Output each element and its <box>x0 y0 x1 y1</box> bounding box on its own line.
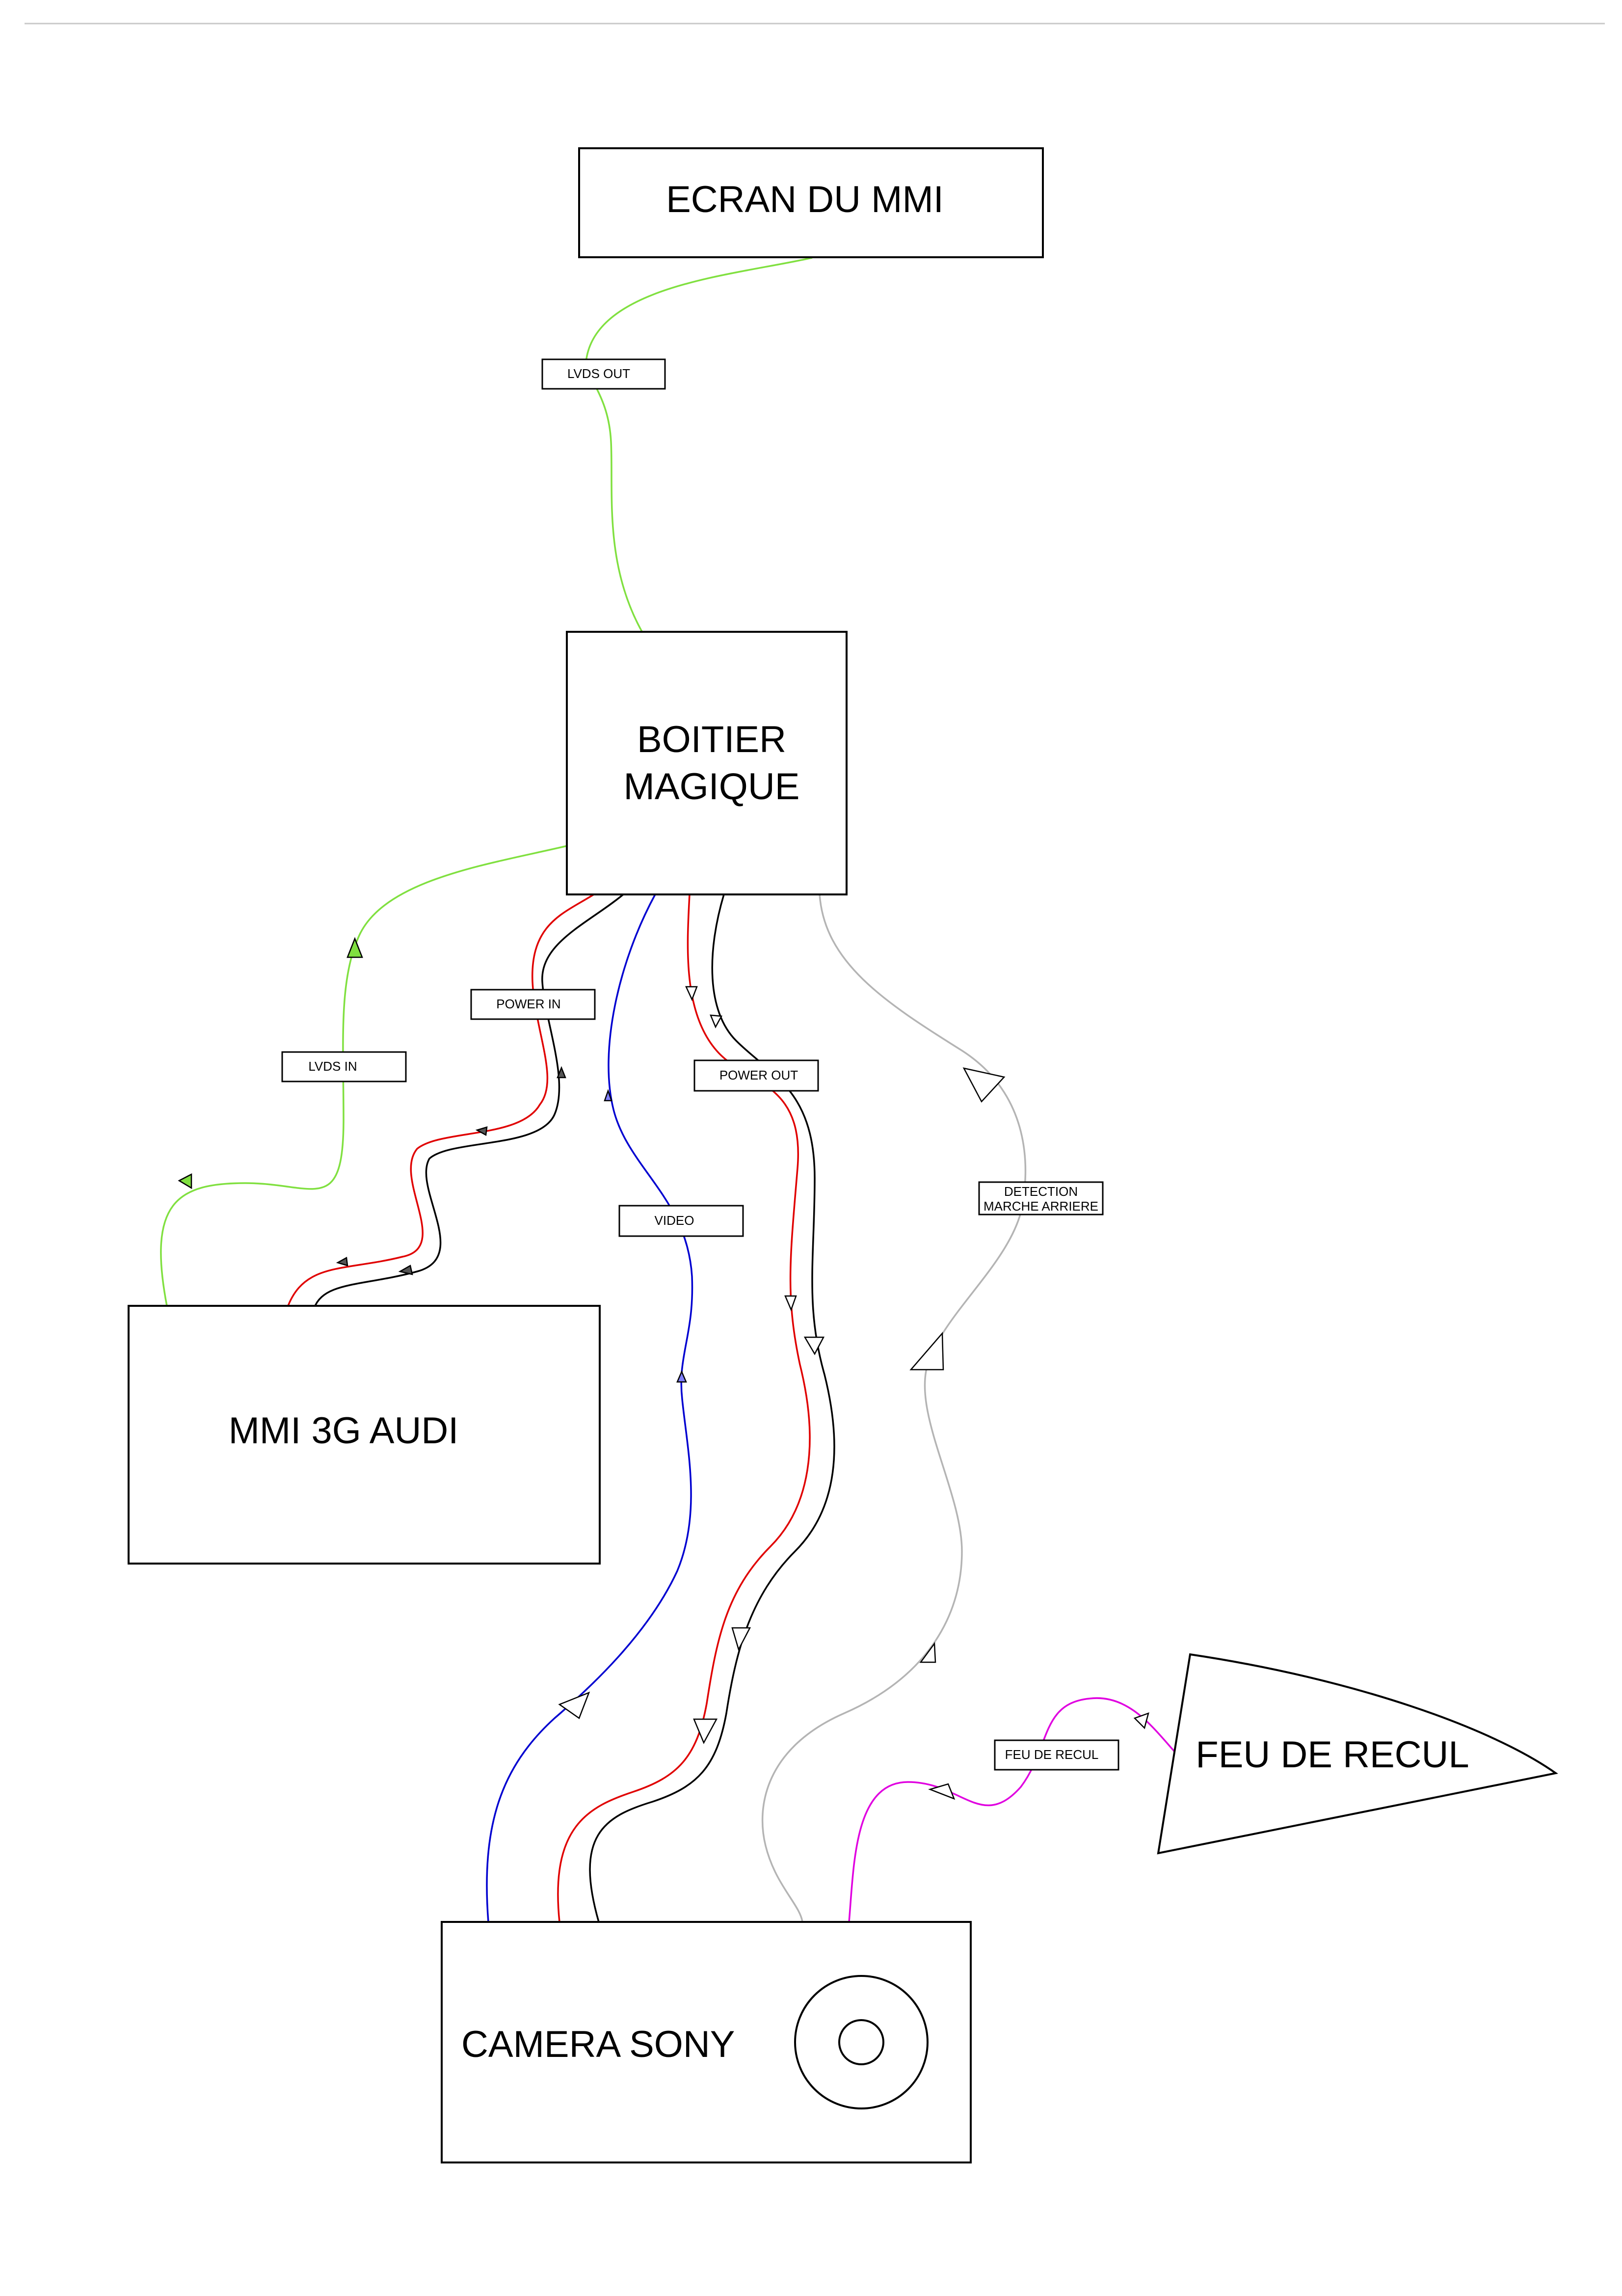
arrow-marker <box>336 1257 348 1267</box>
arrow-marker <box>731 1627 751 1651</box>
mmi-label: MMI 3G AUDI <box>229 1410 459 1452</box>
arrow-marker <box>676 1370 687 1383</box>
arrow-marker <box>178 1173 192 1189</box>
power-out-text: POWER OUT <box>719 1068 798 1082</box>
power-in-text: POWER IN <box>496 997 560 1011</box>
node-mmi-3g-audi: MMI 3G AUDI <box>128 1305 601 1565</box>
arrow-markers <box>178 937 1149 1800</box>
arrow-marker <box>693 1718 718 1744</box>
ecran-label: ECRAN DU MMI <box>666 179 944 220</box>
wire-feu-de-recul <box>848 1697 1176 1922</box>
boitier-label-line2: MAGIQUE <box>624 766 800 808</box>
label-feu-de-recul: FEU DE RECUL <box>994 1739 1119 1771</box>
arrow-marker <box>909 1331 944 1371</box>
arrow-marker <box>962 1067 1006 1103</box>
wire-lvds-in <box>160 844 570 1306</box>
feu-label: FEU DE RECUL <box>1196 1734 1469 1776</box>
arrow-marker <box>710 1014 723 1028</box>
lvds-in-text: LVDS IN <box>308 1059 357 1074</box>
label-power-out: POWER OUT <box>693 1059 819 1092</box>
arrow-marker <box>1133 1712 1149 1729</box>
arrow-marker <box>919 1642 936 1663</box>
label-power-in: POWER IN <box>470 989 596 1020</box>
camera-lens-inner <box>838 2019 884 2065</box>
wire-detection <box>761 894 1027 1922</box>
label-lvds-in: LVDS IN <box>281 1051 407 1082</box>
node-ecran-du-mmi: ECRAN DU MMI <box>578 147 1044 258</box>
wire-power-in-red <box>286 893 594 1309</box>
node-camera-sony: CAMERA SONY <box>441 1921 972 2163</box>
arrow-marker <box>604 1089 612 1102</box>
detection-text-line1: DETECTION <box>1004 1184 1078 1199</box>
arrow-marker <box>475 1126 488 1136</box>
label-lvds-out: LVDS OUT <box>541 358 666 390</box>
arrow-marker <box>557 1066 566 1079</box>
arrow-marker <box>928 1783 956 1800</box>
wire-lvds-out <box>585 257 813 634</box>
label-video: VIDEO <box>618 1205 744 1237</box>
detection-text-line2: MARCHE ARRIERE <box>984 1199 1098 1214</box>
camera-label: CAMERA SONY <box>461 2024 735 2065</box>
boitier-label-line1: BOITIER <box>637 719 786 760</box>
node-boitier-magique: BOITIER MAGIQUE <box>566 631 848 895</box>
label-detection: DETECTION MARCHE ARRIERE <box>978 1181 1104 1216</box>
node-feu-de-recul: FEU DE RECUL <box>1157 1653 1558 1855</box>
arrow-marker <box>558 1691 590 1719</box>
feu-de-recul-text: FEU DE RECUL <box>1005 1747 1099 1762</box>
video-text: VIDEO <box>655 1213 694 1228</box>
arrow-marker <box>346 937 363 958</box>
arrow-marker <box>398 1265 413 1275</box>
arrow-marker <box>803 1336 825 1355</box>
arrow-marker <box>685 986 698 1001</box>
wire-power-out-black <box>589 894 835 1922</box>
arrow-marker <box>784 1295 797 1312</box>
lvds-out-text: LVDS OUT <box>567 366 630 381</box>
wire-video <box>486 894 693 1922</box>
